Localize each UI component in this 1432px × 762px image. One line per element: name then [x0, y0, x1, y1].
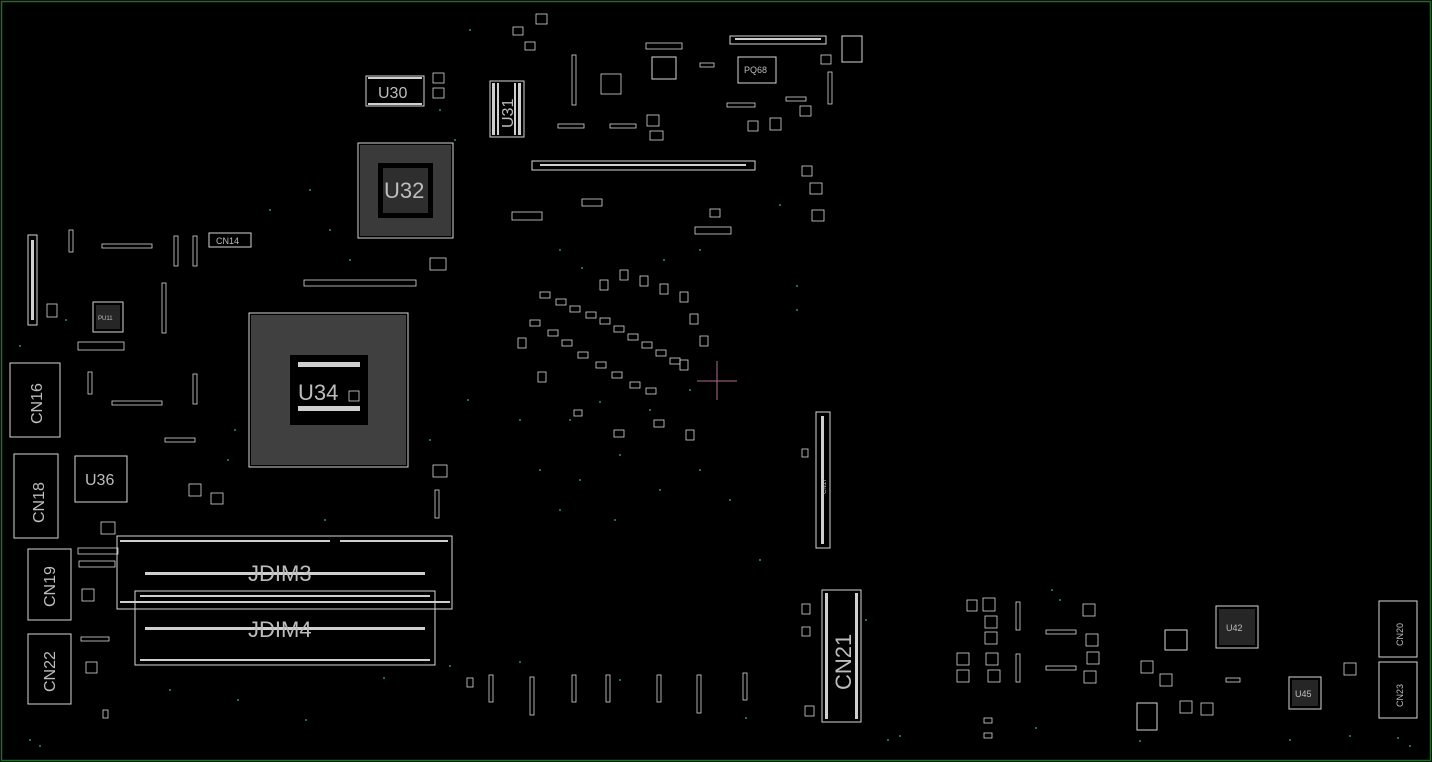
label-jdim3: JDIM3	[248, 561, 312, 586]
connector-cn23[interactable]: CN23	[1378, 661, 1418, 719]
connector-cn20[interactable]: CN20	[1378, 600, 1418, 658]
connector-cn14[interactable]: CN14	[208, 232, 252, 248]
label-pu11: PU11	[98, 316, 113, 322]
component-pq-small[interactable]	[651, 56, 677, 80]
connector-jdim3[interactable]: JDIM3	[116, 535, 453, 610]
connector-top-edge[interactable]	[729, 35, 827, 45]
label-u31: U31	[500, 99, 517, 128]
label-u34: U34	[298, 380, 338, 405]
component-right-small-vertical[interactable]	[1136, 702, 1158, 731]
connector-left-vertical[interactable]	[27, 234, 38, 326]
connector-cn17[interactable]: CN17	[815, 411, 831, 549]
label-cn17: CN17	[822, 478, 828, 494]
connector-jdim4[interactable]: JDIM4	[134, 590, 436, 666]
component-top-right-small[interactable]	[841, 35, 863, 63]
label-u30: U30	[378, 85, 407, 102]
label-cn22: CN22	[42, 651, 59, 692]
label-cn19: CN19	[42, 566, 59, 607]
bottom-passives	[102, 672, 748, 719]
connector-cn22[interactable]: CN22	[27, 633, 72, 705]
label-jdim4: JDIM4	[248, 617, 312, 642]
label-cn18: CN18	[31, 482, 48, 523]
left-passives	[46, 229, 448, 674]
component-u45[interactable]: U45	[1288, 676, 1322, 710]
connector-top-strip[interactable]	[531, 160, 756, 171]
top-passives	[432, 13, 833, 235]
label-u45: U45	[1295, 689, 1312, 699]
label-u42: U42	[1226, 623, 1243, 633]
via-scatter	[19, 29, 1411, 747]
component-u32[interactable]: U32	[357, 142, 454, 239]
connector-cn19[interactable]: CN19	[27, 548, 72, 621]
label-u32: U32	[384, 178, 424, 203]
component-u42[interactable]: U42	[1215, 605, 1259, 649]
component-u34[interactable]: U34	[248, 312, 409, 468]
connector-cn18[interactable]: CN18	[13, 453, 59, 539]
right-mid-passives	[801, 165, 825, 717]
connector-cn16[interactable]: CN16	[9, 362, 61, 438]
label-pq68: PQ68	[744, 65, 767, 75]
label-cn14: CN14	[216, 236, 239, 246]
label-cn20: CN20	[1395, 623, 1405, 646]
center-passive-cluster	[517, 269, 709, 441]
pcb-cursor	[697, 361, 737, 400]
label-u36: U36	[85, 472, 114, 489]
component-u36[interactable]: U36	[74, 455, 128, 503]
component-pq68[interactable]: PQ68	[737, 56, 777, 84]
connector-cn21[interactable]: CN21	[821, 589, 862, 723]
label-cn21: CN21	[831, 634, 856, 690]
component-right-pwr[interactable]	[1164, 629, 1188, 651]
component-u30[interactable]: U30	[365, 75, 425, 107]
component-u31[interactable]: U31	[489, 80, 525, 138]
label-cn16: CN16	[29, 383, 46, 424]
right-left-cluster	[956, 597, 1357, 739]
label-cn23: CN23	[1395, 684, 1405, 707]
component-pu11[interactable]: PU11	[92, 301, 124, 333]
